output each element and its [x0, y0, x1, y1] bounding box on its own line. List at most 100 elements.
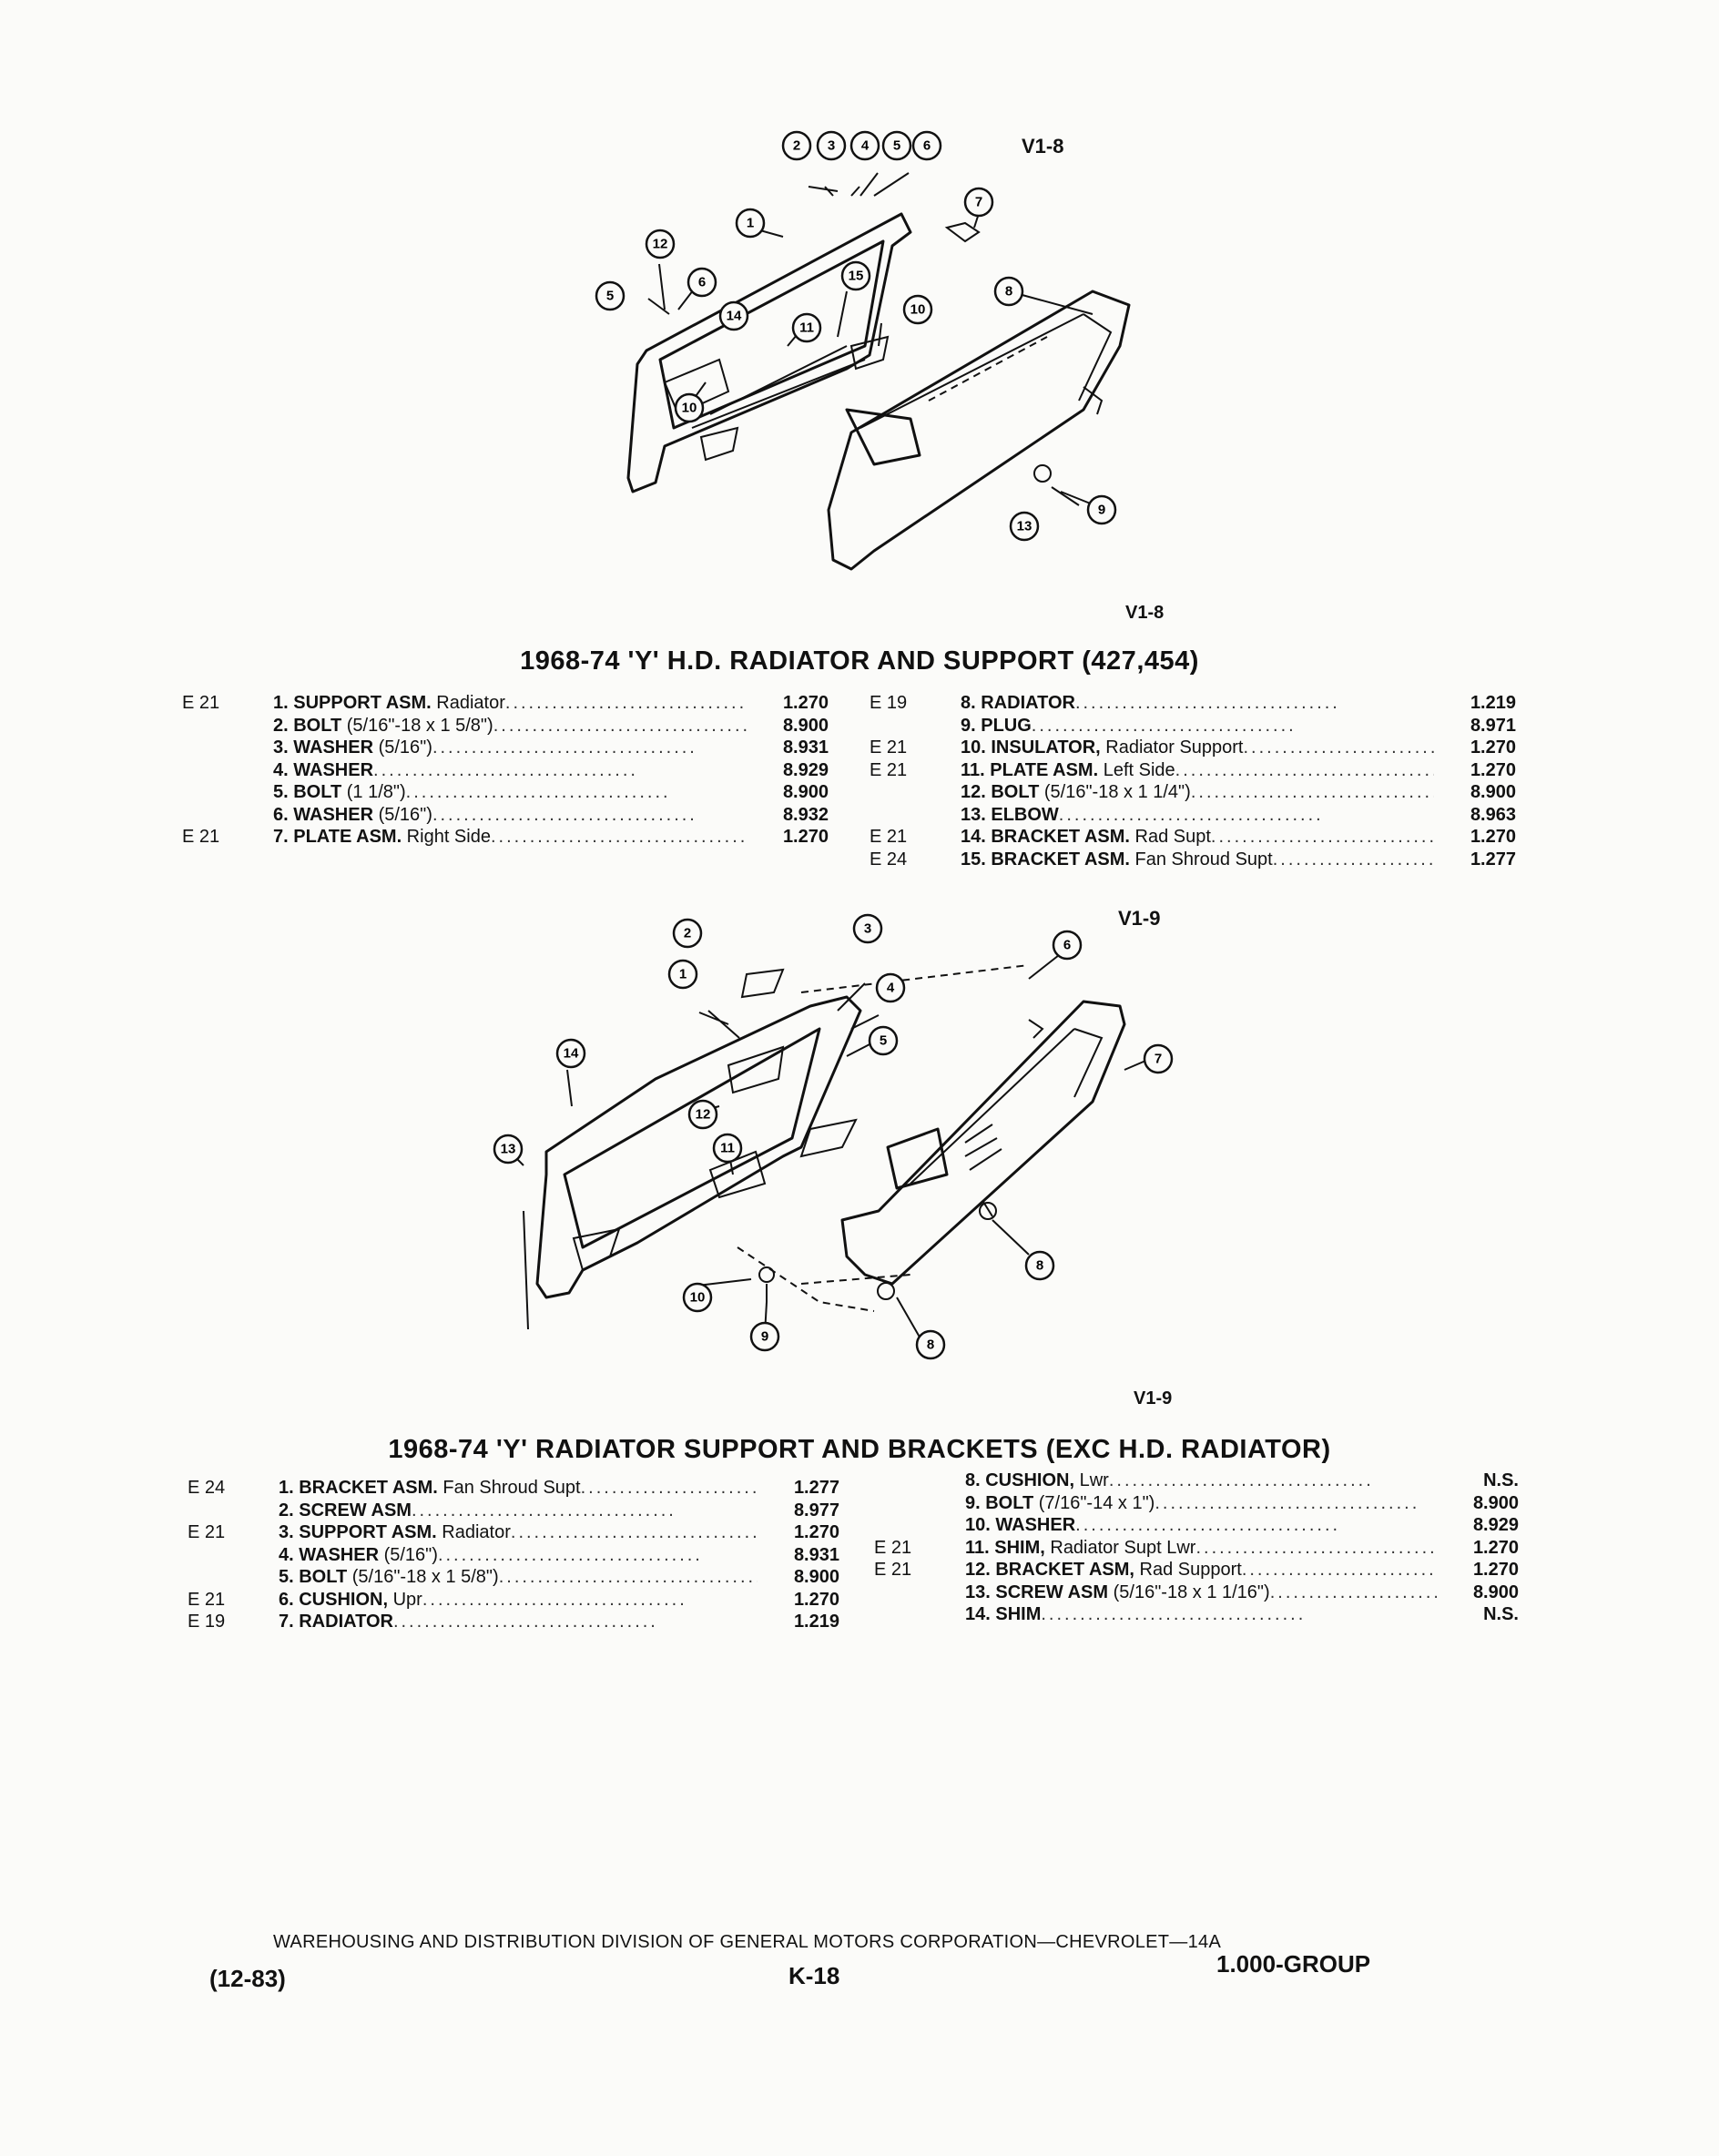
part-row: 4. WASHER (5/16").......................…	[279, 1544, 839, 1565]
svg-text:10: 10	[910, 302, 926, 318]
svg-text:10: 10	[690, 1290, 706, 1306]
part-row: 8. CUSHION, Lwr.........................…	[965, 1470, 1519, 1490]
figure2-diagram: 2 3 6 1 4 5 7 14 12 11 13 8 10 9 8	[493, 913, 1174, 1360]
svg-text:13: 13	[1017, 519, 1032, 534]
callout-6: 6	[1052, 930, 1083, 961]
svg-text:7: 7	[975, 195, 982, 210]
callout-3: 3	[816, 130, 847, 161]
callout-11: 11	[791, 312, 822, 343]
svg-text:6: 6	[1063, 938, 1071, 953]
part-row: 14. SHIM................................…	[965, 1604, 1519, 1624]
svg-text:8: 8	[927, 1337, 934, 1353]
figure1-callouts: 2 3 4 5 6 1 7 12 5 6 15 8 14 11 10 10 13…	[595, 130, 1117, 542]
svg-text:1: 1	[679, 967, 687, 982]
callout-8: 8	[993, 276, 1024, 307]
callout-15: 15	[840, 260, 871, 291]
svg-text:2: 2	[684, 926, 691, 941]
svg-text:4: 4	[861, 138, 870, 154]
svg-text:4: 4	[887, 981, 895, 996]
figure2-label-bottom: V1-9	[1134, 1388, 1173, 1409]
callout-12: 12	[687, 1099, 718, 1130]
callout-4: 4	[849, 130, 880, 161]
callout-8: 8	[1024, 1250, 1055, 1281]
callout-5b: 5	[595, 280, 626, 311]
svg-text:11: 11	[720, 1141, 735, 1156]
callout-13: 13	[493, 1134, 524, 1164]
part-row: 9. BOLT (7/16"-14 x 1").................…	[965, 1492, 1519, 1513]
svg-text:5: 5	[893, 138, 900, 154]
callout-14: 14	[718, 300, 749, 331]
svg-text:12: 12	[696, 1107, 711, 1123]
part-row: 2. SCREW ASM............................…	[279, 1500, 839, 1520]
section2-right-list: 8. CUSHION, Lwr.........................…	[874, 1470, 1519, 1626]
footer-division: WAREHOUSING AND DISTRIBUTION DIVISION OF…	[273, 1932, 1222, 1952]
section2-title: 1968-74 'Y' RADIATOR SUPPORT AND BRACKET…	[388, 1435, 1331, 1464]
footer-page: K-18	[788, 1962, 840, 1989]
svg-text:10: 10	[682, 401, 697, 416]
figure2-label-top: V1-9	[1118, 907, 1161, 930]
svg-text:15: 15	[849, 269, 864, 284]
svg-text:3: 3	[828, 138, 835, 154]
callout-5: 5	[868, 1025, 899, 1056]
part-row: 12. BOLT (5/16"-18 x 1 1/4")............…	[961, 782, 1516, 802]
part-row: 10. WASHER..............................…	[965, 1515, 1519, 1535]
callout-7: 7	[963, 187, 994, 218]
part-code: E 21	[182, 693, 220, 713]
callout-13: 13	[1009, 511, 1040, 542]
svg-text:5: 5	[606, 289, 614, 304]
svg-text:8: 8	[1036, 1258, 1043, 1274]
part-row: 5. BOLT (1 1/8")........................…	[273, 782, 829, 802]
callout-5: 5	[881, 130, 912, 161]
callout-6b: 6	[687, 267, 717, 298]
svg-text:7: 7	[1154, 1052, 1162, 1067]
svg-text:8: 8	[1005, 284, 1012, 300]
figure1-label-bottom: V1-8	[1125, 603, 1165, 623]
callout-12: 12	[645, 229, 676, 259]
part-row: 3. WASHER (5/16").......................…	[273, 737, 829, 758]
callout-14: 14	[555, 1038, 586, 1069]
svg-text:6: 6	[923, 138, 931, 154]
section1-title: 1968-74 'Y' H.D. RADIATOR AND SUPPORT (4…	[520, 646, 1199, 676]
svg-text:1: 1	[747, 216, 754, 231]
svg-text:9: 9	[1098, 503, 1105, 518]
figure1-diagram: 2 3 4 5 6 1 7 12 5 6 15 8 14 11 10 10 13…	[595, 130, 1131, 571]
part-row: 13. SCREW ASM (5/16"-18 x 1 1/16")......…	[965, 1581, 1519, 1602]
callout-2: 2	[672, 918, 703, 949]
callout-2: 2	[781, 130, 812, 161]
svg-text:13: 13	[501, 1142, 516, 1157]
svg-text:14: 14	[564, 1046, 579, 1062]
figure2-callouts: 2 3 6 1 4 5 7 14 12 11 13 8 10 9 8	[493, 913, 1174, 1360]
callout-10: 10	[902, 294, 933, 325]
svg-text:12: 12	[653, 237, 668, 252]
figure1-label-top: V1-8	[1022, 135, 1064, 158]
svg-text:3: 3	[864, 921, 871, 937]
part-row: 9. PLUG.................................…	[961, 715, 1516, 736]
callout-4: 4	[875, 972, 906, 1003]
svg-text:14: 14	[727, 309, 742, 324]
callout-1: 1	[735, 208, 766, 239]
footer-group: 1.000-GROUP	[1216, 1950, 1371, 1978]
svg-text:11: 11	[799, 320, 814, 336]
callout-7: 7	[1143, 1043, 1174, 1074]
callout-9: 9	[1086, 494, 1117, 525]
callout-6: 6	[911, 130, 942, 161]
svg-text:6: 6	[698, 275, 706, 290]
svg-text:9: 9	[761, 1329, 768, 1345]
part-row: 13. ELBOW...............................…	[961, 804, 1516, 825]
part-row: 5. BOLT (5/16"-18 x 1 5/8").............…	[279, 1567, 839, 1587]
callout-8b: 8	[915, 1329, 946, 1360]
part-row: 2. BOLT (5/16"-18 x 1 5/8").............…	[273, 715, 829, 736]
callout-11: 11	[712, 1133, 743, 1164]
part-row: 6. WASHER (5/16").......................…	[273, 804, 829, 825]
